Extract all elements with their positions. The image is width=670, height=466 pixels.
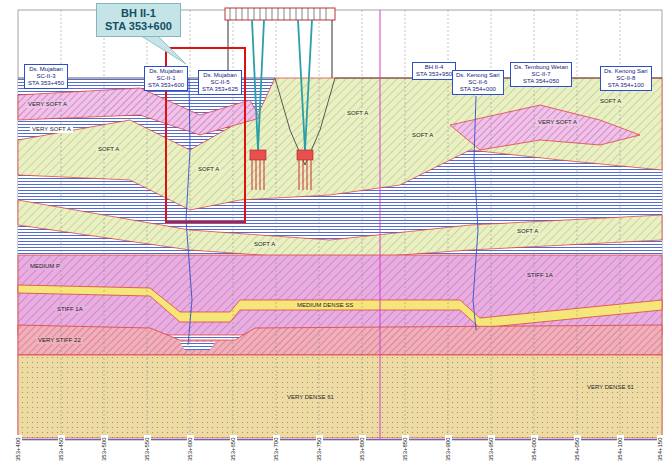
node-text: STA 353+600: [148, 82, 184, 89]
layer-label: STIFF 1A: [525, 272, 555, 279]
node-text: SC-II-7: [514, 71, 568, 78]
ground-surface: [18, 78, 662, 165]
borehole-tag: Ds. Tembung WetanSC-II-7STA 354+050: [510, 62, 572, 87]
station-label: 353+500: [101, 435, 108, 463]
layer-label: VERY DENSE 61: [285, 394, 336, 401]
node-text: STA 353+600: [105, 20, 172, 33]
station-label: 354+100: [617, 435, 624, 463]
borehole-log: [186, 78, 192, 345]
node-text: STA 354+100: [604, 82, 648, 89]
bridge-structure: [225, 8, 335, 190]
borehole-tag: Ds. MujabanSC-II-1STA 353+600: [144, 66, 188, 91]
station-label: 353+800: [359, 435, 366, 463]
station-label: 354+150: [657, 435, 664, 463]
station-label: 353+650: [230, 435, 237, 463]
soft-layer: [18, 200, 662, 260]
station-label: 353+700: [273, 435, 280, 463]
layer-label: STIFF 1A: [55, 306, 85, 313]
layer-label: MEDIUM P: [28, 263, 62, 270]
node-heading: Ds. Tembung Wetan: [514, 64, 568, 71]
station-label: 353+450: [58, 435, 65, 463]
very-dense-layer: [18, 355, 662, 438]
layer-label: SOFT A: [196, 166, 221, 173]
layer-label: VERY SOFT A: [30, 126, 73, 133]
station-label: 354+050: [574, 435, 581, 463]
node-heading: BH II-4: [416, 64, 452, 71]
station-label: 353+550: [144, 435, 151, 463]
layer-label: SOFT A: [96, 146, 121, 153]
node-text: SC-II-5: [202, 79, 238, 86]
layer-label: MEDIUM DENSE SS: [295, 302, 355, 309]
callout-pointer: [138, 34, 186, 64]
clay-lens: [180, 342, 215, 350]
node-text: STA 353+450: [28, 80, 64, 87]
stiff-layer: [18, 255, 662, 335]
layer-label: SOFT A: [252, 241, 277, 248]
node-text: SC-II-3: [28, 73, 64, 80]
node-heading: Ds. Mujaban: [148, 68, 184, 75]
station-label: 353+400: [15, 435, 22, 463]
station-label: 354+000: [531, 435, 538, 463]
callout-box: BH II-1STA 353+600: [96, 3, 181, 37]
borehole-tag: Ds. Kenong SariSC-II-6STA 354+000: [452, 70, 504, 95]
node-text: STA 353+950: [416, 71, 452, 78]
very-stiff-layer: [18, 325, 662, 355]
borehole-tag: BH II-4STA 353+950: [412, 62, 456, 80]
layer-label: VERY STIFF 22: [36, 337, 83, 344]
station-label: 353+950: [488, 435, 495, 463]
medium-dense-layer: [18, 285, 662, 328]
axis-line: [380, 10, 381, 440]
layer-label: SOFT A: [515, 228, 540, 235]
node-heading: Ds. Mujaban: [28, 66, 64, 73]
layer-label: VERY SOFT A: [26, 101, 69, 108]
borehole-tag: Ds. Kenong SariSC-II-8STA 354+100: [600, 66, 652, 91]
node-text: SC-II-8: [604, 75, 648, 82]
station-label: 353+900: [445, 435, 452, 463]
node-text: STA 353+625: [202, 86, 238, 93]
node-text: STA 354+050: [514, 78, 568, 85]
node-heading: Ds. Kenong Sari: [604, 68, 648, 75]
layer-label: SOFT A: [345, 110, 370, 117]
node-heading: Ds. Kenong Sari: [456, 72, 500, 79]
plot-frame: [18, 10, 662, 440]
node-text: SC-II-1: [148, 75, 184, 82]
node-heading: BH II-1: [105, 7, 172, 20]
node-text: STA 354+000: [456, 86, 500, 93]
borehole-log: [473, 96, 478, 330]
borehole-tag: Ds. MujabanSC-II-5STA 353+625: [198, 70, 242, 95]
layer-label: VERY SOFT A: [536, 119, 579, 126]
station-label: 353+750: [316, 435, 323, 463]
layer-label: SOFT A: [410, 132, 435, 139]
node-text: SC-II-6: [456, 79, 500, 86]
layer-label: SOFT A: [598, 98, 623, 105]
soft-layer: [18, 78, 662, 210]
clay-layer: [18, 78, 662, 440]
borehole-tag: Ds. MujabanSC-II-3STA 353+450: [24, 64, 68, 89]
very-soft-layer: [18, 88, 260, 135]
very-soft-layer: [450, 105, 640, 150]
layer-label: VERY DENSE 61: [585, 384, 636, 391]
station-label: 353+600: [187, 435, 194, 463]
station-gridlines: [61, 10, 620, 440]
node-heading: Ds. Mujaban: [202, 72, 238, 79]
station-label: 353+850: [402, 435, 409, 463]
